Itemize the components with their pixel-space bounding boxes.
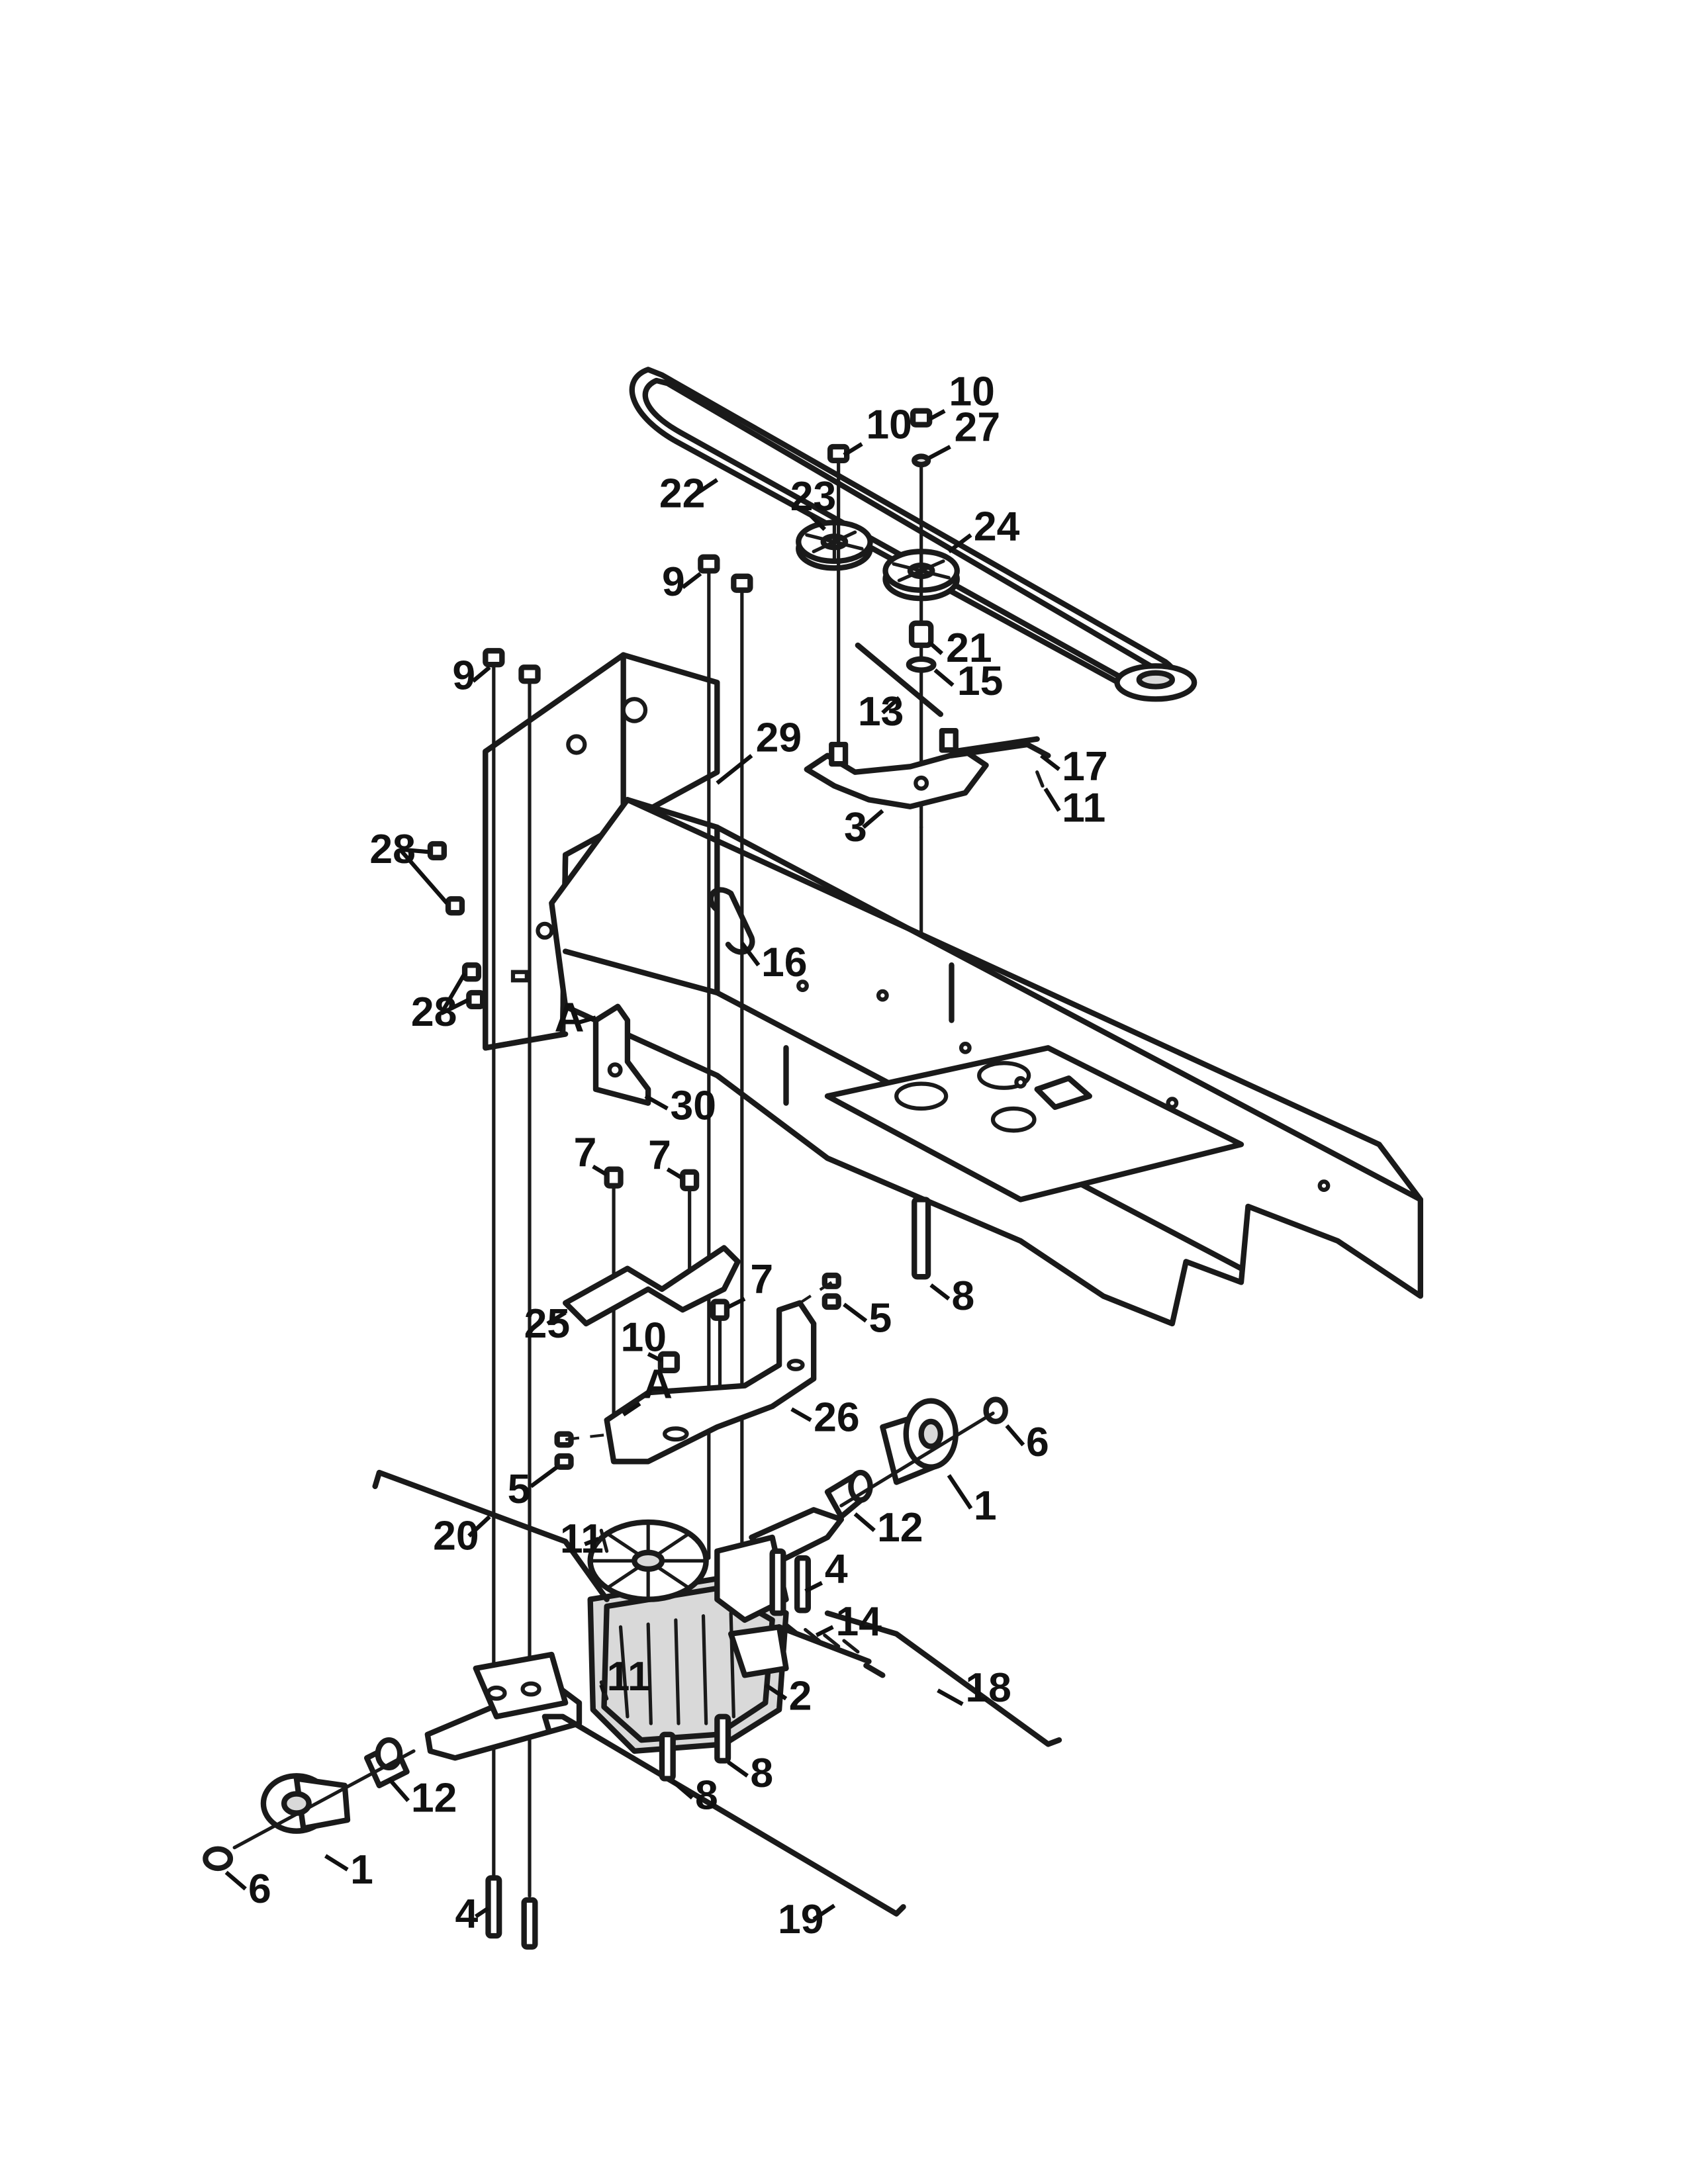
- control-rod: [949, 736, 1051, 758]
- long-bolt: [485, 1875, 502, 1939]
- callout-label: 1: [350, 1846, 373, 1893]
- callout-label: 13: [858, 688, 904, 735]
- control-rod: [824, 1610, 1062, 1747]
- callout-label: 10: [949, 369, 995, 415]
- callout-label: 14: [836, 1598, 882, 1645]
- long-bolt: [794, 1555, 811, 1614]
- hex-bolt: [427, 841, 447, 860]
- axle-bushing: [364, 1737, 410, 1789]
- transaxle: [424, 1507, 845, 1761]
- hex-nut: [483, 648, 505, 668]
- idler-bracket: [804, 728, 989, 809]
- pin-bolt: [714, 1713, 731, 1764]
- engine-pulley: [1114, 663, 1197, 702]
- callout-label: 25: [524, 1300, 571, 1347]
- hex-bolt: [554, 1453, 574, 1470]
- callout-label: 15: [957, 658, 1004, 704]
- callout-label: 7: [750, 1256, 773, 1302]
- callout-label: 5: [508, 1466, 531, 1512]
- idler-spring: [855, 642, 944, 717]
- callout-label: 2: [789, 1672, 812, 1719]
- wheel-hub: [880, 1398, 959, 1485]
- hex-nut: [698, 554, 720, 574]
- callout-label: 9: [452, 653, 475, 699]
- mounting-bracket: [563, 1245, 741, 1327]
- callout-label: 3: [844, 804, 867, 850]
- callout-label: 10: [621, 1314, 667, 1361]
- cotter-pin: [1035, 770, 1045, 788]
- long-bolt: [769, 1548, 786, 1616]
- callout-label: A: [555, 994, 585, 1040]
- callout-label: 9: [662, 559, 685, 605]
- callout-label: 21: [946, 625, 992, 671]
- hex-nut: [518, 664, 541, 684]
- axle-bushing: [824, 1469, 873, 1520]
- washer: [912, 453, 931, 468]
- callout-label: 1: [974, 1482, 997, 1529]
- callout-label: 8: [750, 1750, 773, 1796]
- callout-label: A: [643, 1361, 673, 1408]
- long-bolt: [521, 1897, 538, 1950]
- frame-bracket: [592, 1003, 651, 1106]
- hub-cap: [203, 1846, 234, 1872]
- cotter-pin: [599, 1528, 609, 1553]
- spacer: [908, 620, 934, 649]
- callout-label: 29: [756, 714, 802, 760]
- hex-nut: [910, 408, 933, 428]
- transmission-bracket: [604, 1300, 817, 1465]
- callout-label: 4: [825, 1546, 848, 1592]
- shoulder-bolt: [710, 1298, 730, 1321]
- hex-nut: [731, 573, 753, 593]
- pin-bolt: [912, 1197, 931, 1280]
- return-spring: [776, 1622, 872, 1664]
- callout-label: 5: [869, 1295, 892, 1342]
- callout-label: 26: [814, 1394, 860, 1441]
- callout-label: 8: [952, 1273, 975, 1319]
- callout-label: 4: [455, 1891, 479, 1937]
- hex-bolt: [466, 989, 486, 1009]
- callouts: 10 10 27 22 23 24 9 9 21 15 13 29 17 11 …: [224, 369, 1108, 1942]
- bypass-rod: [372, 1469, 610, 1602]
- callout-label: 6: [1026, 1419, 1049, 1465]
- callout-label: 11: [607, 1653, 651, 1700]
- callout-label: 12: [411, 1775, 457, 1821]
- idler-pulley-23: [796, 520, 873, 571]
- hex-bolt: [461, 962, 482, 982]
- callout-label: 30: [671, 1083, 717, 1129]
- hex-bolt: [445, 896, 465, 916]
- hook-bolt: [708, 887, 755, 955]
- shoulder-bolt: [604, 1166, 624, 1189]
- callout-label: 23: [790, 473, 837, 520]
- shoulder-bolt: [680, 1169, 700, 1192]
- wheel-hub: [260, 1773, 351, 1834]
- callout-label: 20: [433, 1513, 479, 1559]
- callout-label: 10: [866, 402, 912, 448]
- callout-label: 16: [761, 939, 808, 985]
- callout-label: 11: [1062, 785, 1105, 831]
- tractor-frame: [483, 652, 1423, 1327]
- callout-label: 27: [955, 404, 1001, 451]
- washer: [906, 656, 937, 673]
- callout-label: 8: [695, 1772, 718, 1818]
- callout-label: 6: [248, 1866, 271, 1912]
- pin-bolt: [659, 1731, 676, 1782]
- hex-bolt: [821, 1293, 841, 1310]
- callout-label: 12: [877, 1504, 923, 1551]
- callout-label: 18: [965, 1664, 1011, 1711]
- hub-cap: [983, 1396, 1008, 1425]
- callout-label: 17: [1062, 743, 1108, 790]
- callout-label: 24: [974, 504, 1020, 550]
- brake-rod: [541, 1713, 906, 1917]
